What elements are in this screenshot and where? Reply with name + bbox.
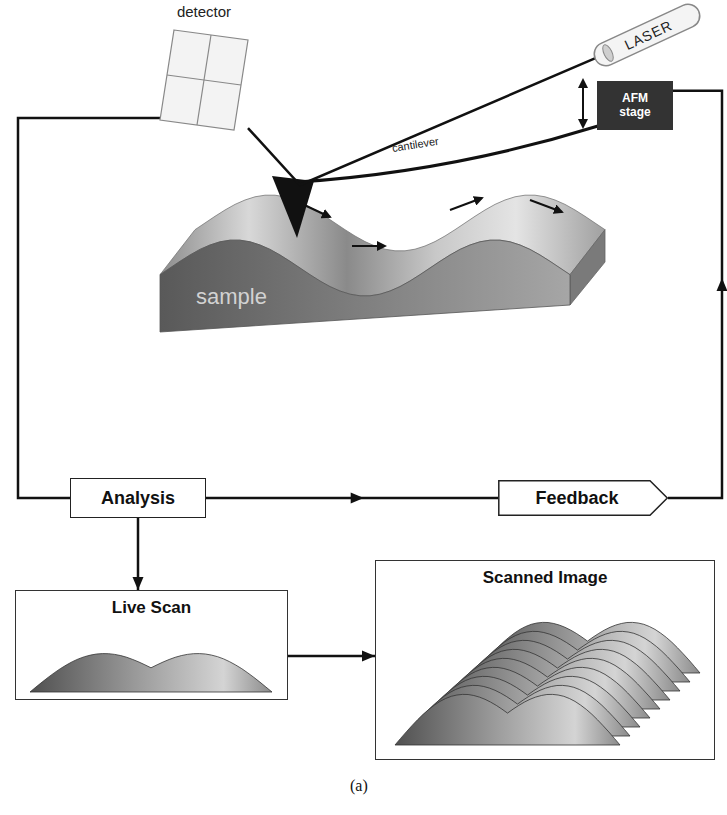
process-arrow-box: Feedback: [498, 480, 668, 516]
panel-box: Scanned Image: [375, 560, 715, 760]
connector-line: [248, 58, 596, 185]
laser-body: [606, 16, 688, 54]
arrow-head: [133, 577, 144, 590]
node-label: AFM stage: [612, 92, 658, 120]
scan-layer: [395, 694, 620, 745]
scan-profiles: [30, 622, 700, 745]
sample-front: [160, 240, 570, 332]
node-label: detector: [130, 3, 278, 20]
connector: [18, 118, 160, 498]
z-motion-arrow: [582, 80, 584, 127]
feedback-outline: [499, 481, 668, 516]
laser-body: [606, 16, 688, 54]
connector: [288, 651, 375, 662]
stage-box: AFM stage: [597, 81, 673, 130]
surface-arrow: [352, 245, 385, 247]
laser-source: LASER: [596, 4, 696, 66]
arrow-head: [362, 651, 375, 662]
node-outline: [160, 30, 248, 130]
connector-line: [668, 91, 722, 498]
afm-tip: [272, 176, 314, 238]
connector-line: [288, 655, 375, 658]
connector: [248, 58, 596, 185]
live-profile: [30, 654, 272, 692]
sample-block: [160, 195, 605, 332]
part-label: cantilever: [391, 135, 439, 154]
connector: [133, 518, 144, 590]
connector: [668, 91, 727, 498]
node-label: Analysis: [101, 488, 175, 509]
panel-box: Live Scan: [15, 590, 288, 700]
connector: [206, 493, 498, 504]
detector-divider: [167, 75, 241, 85]
laser-aperture: [601, 43, 616, 63]
node-label: Scanned Image: [483, 568, 608, 588]
node-label: Live Scan: [112, 598, 191, 618]
arrow-head: [351, 493, 364, 504]
cantilever-beam: [298, 126, 598, 182]
detector-grid: detector: [160, 30, 248, 130]
process-box: Analysis: [70, 478, 206, 518]
connector-line: [18, 118, 160, 498]
figure-label: (a): [350, 777, 368, 795]
surface-arrow: [530, 200, 562, 212]
detector-quadrant: [160, 30, 248, 130]
surface-arrow: [450, 198, 482, 210]
sample-side: [570, 230, 605, 305]
part-label: sample: [196, 284, 267, 310]
arrow-head: [717, 278, 727, 291]
node-label: Feedback: [535, 488, 618, 509]
